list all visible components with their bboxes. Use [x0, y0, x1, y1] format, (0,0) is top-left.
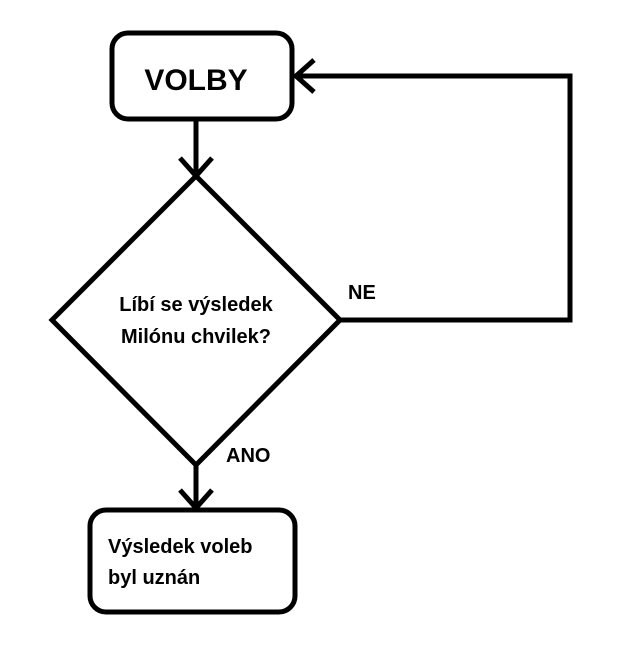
end-label-line-2: byl uznán: [108, 567, 200, 589]
connector-no-loop-back: [296, 73, 573, 323]
branch-no-label: NE: [348, 282, 376, 304]
start-node-label: VOLBY: [144, 64, 247, 97]
end-node: [87, 507, 298, 615]
end-label-line-1: Výsledek voleb: [108, 536, 253, 558]
decision-label-line-2: Milónu chvilek?: [121, 326, 271, 348]
branch-yes-label: ANO: [226, 445, 270, 467]
decision-label-line-1: Líbí se výsledek: [119, 294, 273, 316]
start-node: [109, 30, 295, 122]
arrowhead-left-icon: [292, 58, 316, 94]
